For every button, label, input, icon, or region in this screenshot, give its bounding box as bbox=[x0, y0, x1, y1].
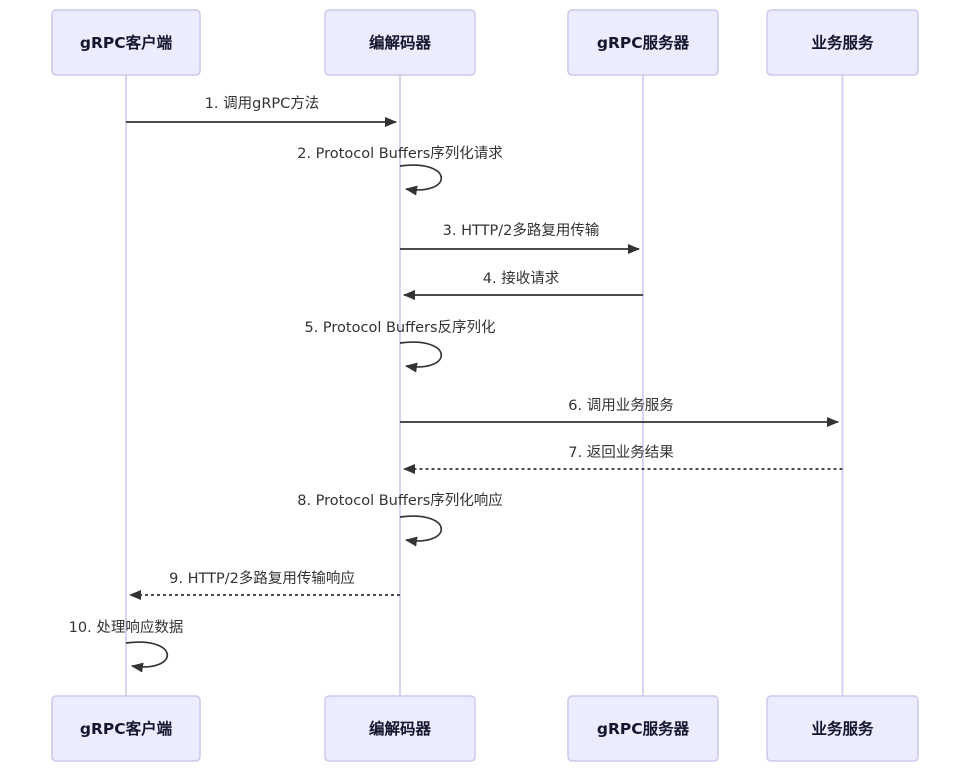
message-5-label: 5. Protocol Buffers反序列化 bbox=[304, 319, 495, 336]
message-7-label: 7. 返回业务结果 bbox=[568, 444, 673, 461]
actor-box-top-business-service bbox=[766, 9, 919, 76]
actor-box-top-grpc-client bbox=[51, 9, 201, 76]
message-2-self-loop bbox=[399, 164, 443, 196]
actor-box-bottom-business-service bbox=[766, 695, 919, 762]
actor-box-top-codec bbox=[324, 9, 476, 76]
actor-label-bottom-codec: 编解码器 bbox=[369, 719, 432, 738]
actor-label-bottom-grpc-server: gRPC服务器 bbox=[597, 719, 690, 738]
actor-label-top-codec: 编解码器 bbox=[369, 33, 432, 52]
actor-label-top-business-service: 业务服务 bbox=[811, 33, 874, 52]
actor-label-bottom-business-service: 业务服务 bbox=[811, 719, 874, 738]
message-6-label: 6. 调用业务服务 bbox=[568, 397, 673, 414]
message-8-label: 8. Protocol Buffers序列化响应 bbox=[297, 491, 503, 509]
actor-box-bottom-grpc-client bbox=[51, 695, 201, 762]
message-4-label: 4. 接收请求 bbox=[483, 270, 560, 287]
message-10-label: 10. 处理响应数据 bbox=[69, 618, 184, 636]
actor-label-bottom-grpc-client: gRPC客户端 bbox=[80, 719, 173, 738]
actor-label-top-grpc-client: gRPC客户端 bbox=[80, 33, 173, 52]
message-5-self-loop bbox=[399, 341, 443, 373]
actor-box-bottom-grpc-server bbox=[567, 695, 719, 762]
message-1-label: 1. 调用gRPC方法 bbox=[205, 95, 320, 112]
message-3-label: 3. HTTP/2多路复用传输 bbox=[443, 221, 600, 239]
message-10-self-loop bbox=[125, 641, 169, 673]
actor-box-bottom-codec bbox=[324, 695, 476, 762]
message-9-label: 9. HTTP/2多路复用传输响应 bbox=[169, 569, 355, 587]
actor-box-top-grpc-server bbox=[567, 9, 719, 76]
message-2-label: 2. Protocol Buffers序列化请求 bbox=[297, 145, 503, 162]
message-8-self-loop bbox=[399, 515, 443, 547]
actor-label-top-grpc-server: gRPC服务器 bbox=[597, 33, 690, 52]
